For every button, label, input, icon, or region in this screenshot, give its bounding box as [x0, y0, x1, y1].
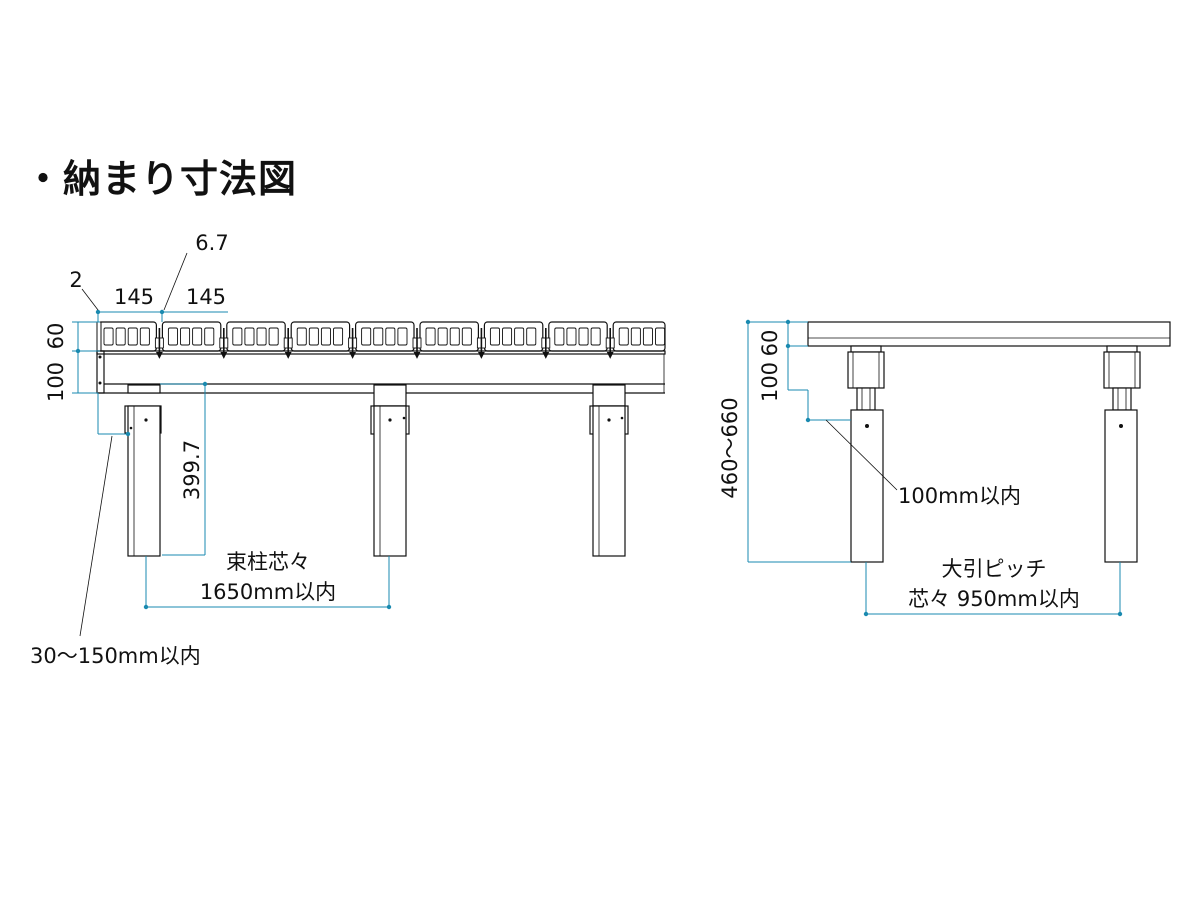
deck-board — [548, 321, 608, 352]
deck-board — [226, 321, 286, 352]
deck-end-cap — [96, 321, 102, 352]
deck-board — [483, 321, 544, 352]
deck-board — [161, 321, 222, 352]
deck-boards — [96, 321, 666, 359]
dim-100-label: 100 — [44, 362, 68, 402]
end-dimension-lines — [745, 319, 1123, 617]
end-post-2 — [1103, 345, 1141, 563]
deck-board — [355, 321, 415, 352]
dim-6-7-label: 6.7 — [195, 231, 228, 255]
end-dim-height-label: 460〜660 — [718, 397, 742, 498]
deck-board — [97, 321, 158, 352]
post-2 — [370, 384, 410, 557]
end-post-1 — [847, 345, 885, 563]
dim-399-7-label: 399.7 — [180, 440, 204, 500]
deck-board — [612, 321, 666, 352]
deck-board — [419, 321, 480, 352]
post-spacing-label-line2: 1650mm以内 — [200, 580, 336, 604]
dim-2-label: 2 — [69, 268, 82, 292]
dim-145-right-label: 145 — [186, 285, 226, 309]
end-view: 60 100 460〜660 100mm以内 大引ピッチ 芯々 950mm以内 — [718, 319, 1171, 617]
side-view: 2 6.7 145 145 60 100 399.7 束柱芯々 1650mm以内… — [30, 231, 666, 668]
end-offset-label: 100mm以内 — [898, 484, 1021, 508]
deck-board — [290, 321, 351, 352]
end-dim-60-label: 60 — [758, 330, 782, 357]
post-1 — [124, 384, 162, 557]
dim-60-label: 60 — [44, 323, 68, 350]
deck-slab — [807, 321, 1171, 347]
overhang-label: 30〜150mm以内 — [30, 644, 201, 668]
beam-pitch-label-line2: 芯々 950mm以内 — [908, 587, 1080, 611]
side-dimension-lines — [72, 252, 392, 637]
page-title: ・納まり寸法図 — [24, 157, 298, 201]
post-spacing-label-line1: 束柱芯々 — [226, 550, 310, 574]
beam-pitch-label-line1: 大引ピッチ — [942, 557, 1047, 581]
post-3 — [589, 384, 629, 557]
end-dim-100-label: 100 — [758, 362, 782, 402]
dim-145-left-label: 145 — [114, 285, 154, 309]
